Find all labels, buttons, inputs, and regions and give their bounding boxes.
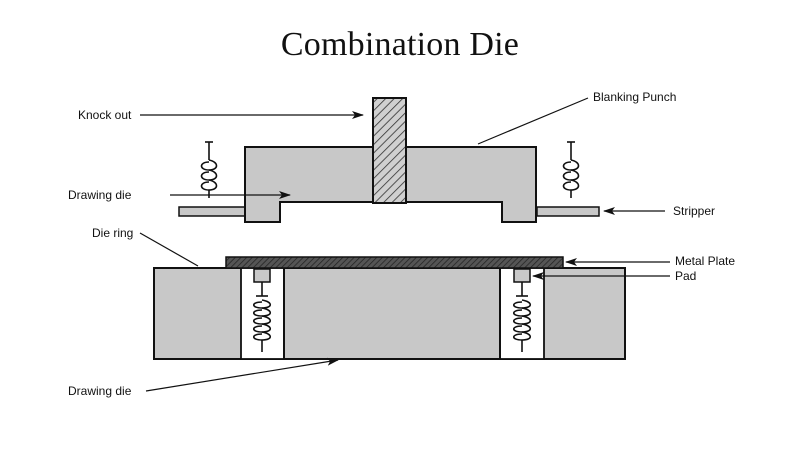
upper-spring-left [200, 141, 218, 198]
stripper-right [536, 206, 600, 217]
label-knock-out: Knock out [78, 108, 132, 122]
metal-plate [225, 256, 564, 269]
label-blanking-punch: Blanking Punch [593, 90, 676, 104]
drawing-die-bottom-leader [145, 357, 339, 392]
pad-left [253, 268, 271, 283]
stripper-left [178, 206, 248, 217]
blanking-punch [372, 97, 407, 204]
label-drawing-die-bottom: Drawing die [68, 384, 132, 398]
label-stripper: Stripper [673, 204, 715, 218]
diagram-title: Combination Die [280, 26, 520, 63]
blanking-punch-leader [477, 97, 589, 145]
lower-spring-left [252, 282, 272, 352]
label-die-ring: Die ring [92, 226, 133, 240]
lower-drawing-die [283, 267, 501, 360]
label-pad: Pad [675, 269, 696, 283]
pad-right [513, 268, 531, 283]
label-drawing-die-top: Drawing die [68, 188, 132, 202]
upper-spring-right [562, 141, 580, 198]
lower-spring-right [512, 282, 532, 352]
label-metal-plate: Metal Plate [675, 254, 735, 268]
die-ring-leader [139, 232, 199, 267]
